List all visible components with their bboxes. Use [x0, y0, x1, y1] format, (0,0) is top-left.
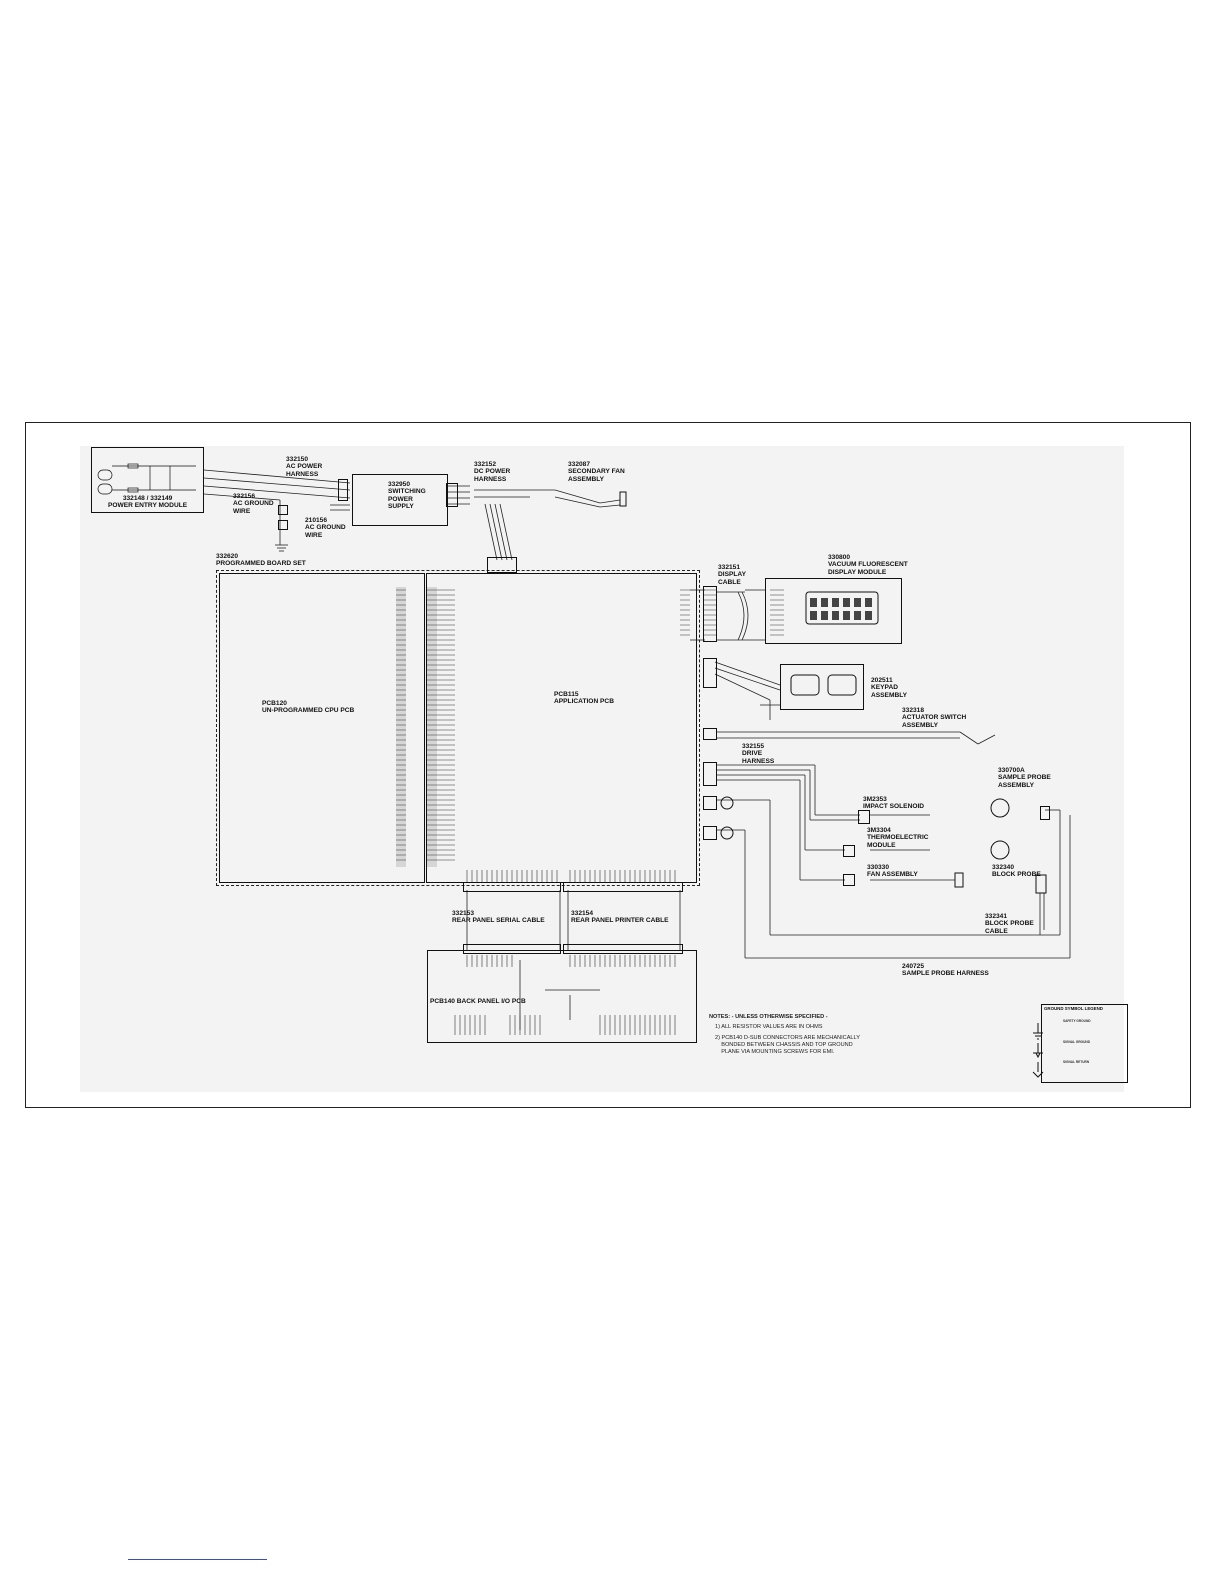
vfd-module-box	[765, 578, 902, 644]
ground-legend-box	[1041, 1004, 1128, 1083]
label-cpu-pcb: PCB120 UN-PROGRAMMED CPU PCB	[262, 700, 355, 715]
schematic-sheet	[80, 446, 1124, 1092]
label-programmed-board-set: 332620 PROGRAMMED BOARD SET	[216, 553, 306, 568]
programmed-board-set-box	[216, 570, 700, 886]
switching-power-supply-box	[352, 474, 448, 526]
drawing-frame	[25, 422, 1191, 1108]
actuator-connector	[703, 728, 717, 740]
thermoelectric-connector	[843, 845, 855, 857]
sample-probe-connector	[703, 796, 717, 810]
label-secondary-fan: 332087 SECONDARY FAN ASSEMBLY	[568, 461, 625, 483]
notes-heading: NOTES: - UNLESS OTHERWISE SPECIFIED -	[709, 1014, 828, 1020]
ground-legend-title: GROUND SYMBOL LEGEND	[1044, 1006, 1103, 1011]
label-ac-power-harness: 332150 AC POWER HARNESS	[286, 456, 323, 478]
keypad-box	[780, 664, 864, 710]
label-dc-power-harness: 332152 DC POWER HARNESS	[474, 461, 511, 483]
label-block-probe: 332340 BLOCK PROBE	[992, 864, 1041, 879]
label-impact-solenoid: 3M2353 IMPACT SOLENOID	[863, 796, 925, 811]
label-vfd-module: 330800 VACUUM FLUORESCENT DISPLAY MODULE	[828, 554, 908, 576]
display-cable-connector	[703, 586, 717, 642]
label-display-cable: 332151 DISPLAY CABLE	[718, 564, 746, 586]
ac-power-harness-connector	[338, 479, 348, 501]
printer-connector-top	[563, 882, 683, 892]
label-ac-ground-wire-2: 210156 AC GROUND WIRE	[305, 517, 346, 539]
sample-probe-assembly-connector	[1040, 806, 1050, 820]
label-rear-serial-cable: 332153 REAR PANEL SERIAL CABLE	[452, 910, 545, 925]
fan-assembly-connector	[843, 874, 855, 886]
label-sample-probe-harness: 240725 SAMPLE PROBE HARNESS	[902, 963, 989, 978]
power-entry-module-box	[91, 447, 204, 513]
label-drive-harness: 332155 DRIVE HARNESS	[742, 743, 775, 765]
serial-connector-bottom	[463, 944, 561, 954]
label-rear-printer-cable: 332154 REAR PANEL PRINTER CABLE	[571, 910, 669, 925]
serial-connector-top	[463, 882, 561, 892]
back-panel-pcb-box	[427, 950, 697, 1043]
label-block-probe-cable: 332341 BLOCK PROBE CABLE	[985, 913, 1034, 935]
label-actuator-switch: 332318 ACTUATOR SWITCH ASSEMBLY	[902, 707, 967, 729]
impact-solenoid-connector	[858, 810, 870, 824]
footer-rule	[128, 1559, 267, 1560]
block-probe-connector	[703, 826, 717, 840]
label-thermoelectric: 3M3304 THERMOELECTRIC MODULE	[867, 827, 929, 849]
legend-item-signal-ground: SIGNAL GROUND	[1063, 1040, 1091, 1044]
application-pcb-box	[426, 573, 697, 883]
keypad-connector	[703, 658, 717, 688]
label-sample-probe-assembly: 330700A SAMPLE PROBE ASSEMBLY	[998, 767, 1051, 789]
drive-harness-connector	[703, 762, 717, 786]
label-switching-power-supply: 332950 SWITCHING POWER SUPPLY	[388, 481, 426, 511]
label-keypad: 202511 KEYPAD ASSEMBLY	[871, 677, 908, 699]
note-2: 2) PCB140 D-SUB CONNECTORS ARE MECHANICA…	[715, 1035, 860, 1056]
dc-power-harness-connector	[446, 483, 458, 507]
legend-item-signal-return: SIGNAL RETURN	[1063, 1060, 1090, 1064]
note-1: 1) ALL RESISTOR VALUES ARE IN OHMS	[715, 1024, 823, 1030]
ac-ground-wire-box-2	[278, 520, 288, 530]
printer-connector-bottom	[563, 944, 683, 954]
cpu-pcb-box	[219, 573, 425, 883]
ac-ground-wire-box-1	[278, 505, 288, 515]
label-power-entry-module: 332148 / 332149 POWER ENTRY MODULE	[108, 495, 188, 510]
legend-item-safety-ground: SAFETY GROUND	[1063, 1019, 1091, 1023]
label-ac-ground-wire-1: 332156 AC GROUND WIRE	[233, 493, 274, 515]
label-application-pcb: PCB115 APPLICATION PCB	[554, 691, 614, 706]
label-back-panel-pcb: PCB140 BACK PANEL I/O PCB	[430, 998, 526, 1005]
board-header-connector	[487, 557, 517, 573]
label-fan-assembly: 330330 FAN ASSEMBLY	[867, 864, 918, 879]
